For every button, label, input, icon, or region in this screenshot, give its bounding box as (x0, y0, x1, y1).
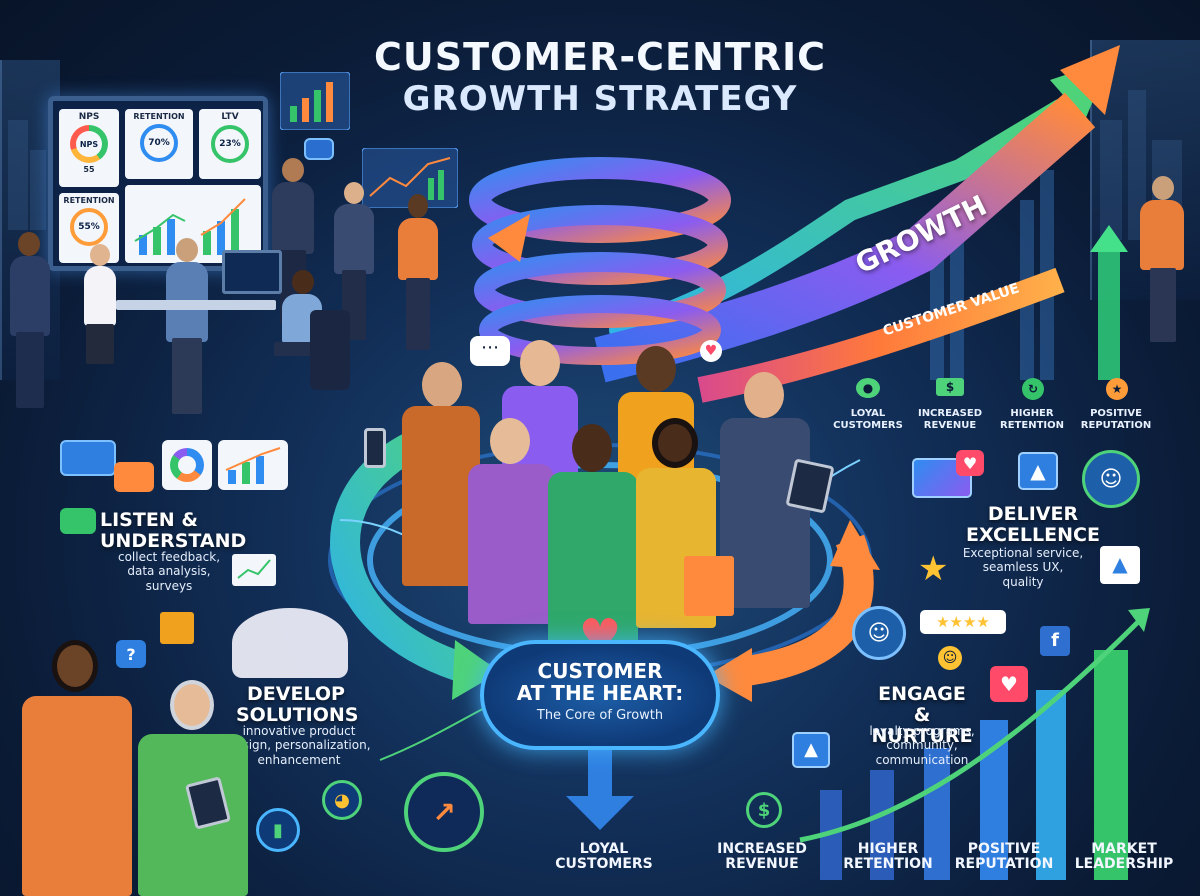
retention-gauge: 70% (140, 124, 178, 162)
ltv-label: LTV (221, 112, 239, 122)
recycle-icon: ↻ (1022, 378, 1044, 400)
heart-icon-3: ♥ (990, 666, 1028, 702)
bar-chart-icon (218, 440, 288, 490)
support-agent-icon: ☺ (1082, 450, 1140, 508)
develop-description: innovative product design, personalizati… (227, 724, 371, 767)
thumbs-up-icon: ▲ (1018, 452, 1058, 490)
team-collaboration-illustration (232, 608, 348, 678)
office-worker-1 (8, 232, 52, 412)
engage-title: ENGAGE & NURTURE (871, 683, 973, 747)
trend-chart-icon (134, 198, 246, 255)
heart-icon-2: ♥ (956, 450, 984, 476)
donut-chart-icon (162, 440, 212, 490)
money-icon: $ (936, 378, 964, 396)
center-badge: CUSTOMER AT THE HEART: The Core of Growt… (480, 640, 720, 750)
shopping-bag-icon (684, 556, 734, 616)
growth-chart-icon: ↗ (404, 772, 484, 852)
smiley-icon: ☺ (938, 646, 962, 670)
trophy-icon: ★ (1106, 378, 1128, 400)
office-chair (310, 310, 350, 390)
listen-title: LISTEN & UNDERSTAND (100, 509, 247, 552)
message-bubble-icon (60, 440, 116, 476)
top-outcome-4: POSITIVE REPUTATION (1080, 408, 1152, 431)
people-icon: ● (856, 378, 880, 398)
thumbs-up-icon-3: ▲ (792, 732, 830, 768)
deliver-title: DELIVER EXCELLENCE (966, 503, 1100, 546)
listen-description: collect feedback, data analysis, surveys (117, 550, 221, 593)
thumbs-up-icon-2: ▲ (1100, 546, 1140, 584)
retention-card: RETENTION 70% (125, 109, 193, 179)
retention-label: RETENTION (133, 112, 185, 121)
smartphone-icon (364, 428, 386, 468)
star-icon: ★ (918, 549, 949, 589)
engage-description: loyalty programs, community, communicati… (869, 724, 975, 767)
bottom-outcome-1: LOYAL CUSTOMERS (555, 841, 653, 873)
facebook-icon: f (1040, 626, 1070, 656)
bottom-outcome-3: HIGHER RETENTION (843, 841, 933, 873)
nps-gauge: NPS (70, 125, 108, 163)
page-title: CUSTOMER-CENTRIC GROWTH STRATEGY (300, 35, 900, 119)
mini-chart-icon (232, 554, 276, 586)
office-worker-2 (82, 244, 118, 414)
customer-4 (720, 372, 810, 622)
title-line-2: GROWTH STRATEGY (402, 78, 798, 119)
bottom-outcome-2: INCREASED REVENUE (717, 841, 807, 873)
retention2-gauge: 55% (70, 208, 108, 246)
ltv-card: LTV 23% (199, 109, 261, 179)
desk (116, 300, 276, 310)
message-bubble-icon-2 (114, 462, 154, 492)
customer-5 (468, 418, 554, 628)
chat-bubble-icon (304, 138, 334, 160)
top-outcome-3: HIGHER RETENTION (1000, 408, 1064, 431)
center-title-line-1: CUSTOMER (537, 659, 663, 683)
line-chart-screen-icon (362, 148, 458, 208)
nps-label: NPS (78, 112, 100, 122)
retention2-label: RETENTION (63, 196, 115, 205)
bar-chart-icon-2: ▮ (256, 808, 300, 852)
bottom-outcome-5: MARKET LEADERSHIP (1074, 841, 1174, 873)
title-line-1: CUSTOMER-CENTRIC (374, 35, 826, 79)
top-outcome-2: INCREASED REVENUE (917, 408, 983, 431)
top-outcomes-row: ● $ ↻ ★ LOYAL CUSTOMERS INCREASED REVENU… (826, 378, 1166, 438)
dollar-icon: $ (746, 792, 782, 828)
chat-icon (60, 508, 96, 534)
pie-chart-icon: ◕ (322, 780, 362, 820)
floating-chart-icon (280, 72, 350, 130)
develop-title: DEVELOP SOLUTIONS (236, 683, 359, 726)
chat-bubble-icon: ⋯ (470, 336, 510, 366)
right-presenter (1140, 176, 1184, 346)
center-title-line-2: AT THE HEART: (516, 681, 684, 705)
office-worker-3 (164, 238, 208, 418)
heart-icon: ♥ (700, 340, 722, 362)
customer-1 (402, 362, 480, 612)
nps-card: NPS NPS 55 (59, 109, 119, 187)
support-rep-icon: ☺ (852, 606, 906, 660)
ltv-gauge: 23% (211, 125, 249, 163)
customer-6 (548, 424, 638, 654)
top-outcome-1: LOYAL CUSTOMERS (833, 408, 903, 431)
bottom-outcome-4: POSITIVE REPUTATION (954, 841, 1054, 873)
center-subtitle: The Core of Growth (536, 708, 664, 723)
rating-stars-icon: ★★★★ (920, 610, 1006, 634)
analytics-dashboard: NPS NPS 55 RETENTION 70% LTV 23% RETENTI… (48, 96, 268, 271)
box-icon (160, 612, 194, 644)
computer-monitor (222, 250, 282, 294)
question-icon: ? (116, 640, 146, 668)
deliver-description: Exceptional service, seamless UX, qualit… (962, 546, 1084, 589)
office-worker-6 (398, 194, 438, 354)
bottom-customer-1 (22, 640, 132, 896)
nps-sub: 55 (83, 165, 95, 174)
